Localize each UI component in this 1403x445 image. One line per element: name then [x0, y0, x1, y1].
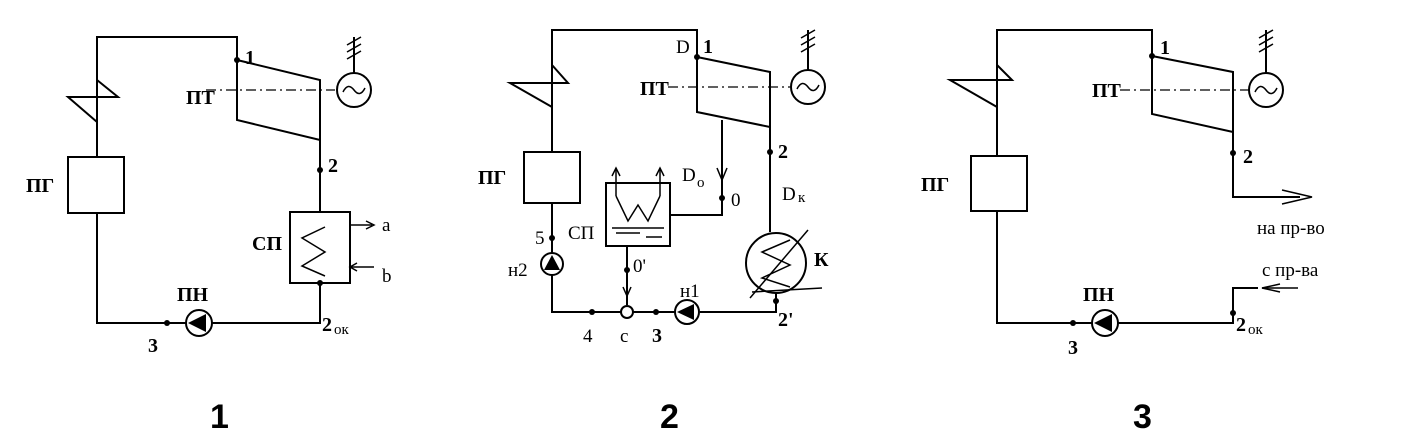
label-pt-3: ПТ	[1092, 80, 1122, 102]
turbine-shape-2	[696, 55, 771, 129]
heater-box	[289, 211, 351, 284]
point-2ok-num-3: 2	[1236, 314, 1246, 336]
point-2-1: 2	[328, 155, 338, 177]
label-from-prod: с пр-ва	[1262, 260, 1319, 281]
point-1-1: 1	[245, 47, 255, 69]
scheme-1-labels: ПТ ПГ СП ПН 1 2 2 ок 3 a b 1	[26, 47, 392, 436]
heater-coil-2	[615, 195, 661, 223]
label-pn-1: ПН	[177, 284, 209, 306]
point-5: 5	[535, 228, 545, 249]
turbine-shape-3	[1151, 54, 1234, 134]
mixer-icon	[620, 305, 634, 319]
label-pn-3: ПН	[1083, 284, 1115, 306]
scheme-3: 1 ПТ ПГ ПН 2 2 ок 3 на пр-во с пр-ва 3	[921, 29, 1325, 436]
scheme-2: D 1 ПТ ПГ СП К 2 2' 0 0' 3 4 5 с н1 н2 D…	[478, 29, 829, 436]
point-3-2: 3	[652, 325, 662, 347]
turbine-shape	[236, 58, 321, 142]
label-Do-sub: о	[697, 175, 705, 191]
point-3-3: 3	[1068, 337, 1078, 359]
point-2ok-sub-1: ок	[334, 322, 350, 338]
label-pt-1: ПТ	[186, 87, 216, 109]
scheme-1-lines	[65, 36, 376, 337]
label-Dk-sub: к	[798, 190, 806, 206]
label-pg-3: ПГ	[921, 174, 949, 196]
label-c: с	[620, 326, 628, 347]
steam-generator-box-3	[970, 155, 1028, 212]
label-to-prod: на пр-во	[1257, 218, 1325, 239]
label-a: a	[382, 215, 391, 236]
caption-2: 2	[660, 398, 679, 436]
steam-generator-box-2	[523, 151, 581, 204]
point-4: 4	[583, 326, 593, 347]
point-2-3: 2	[1243, 146, 1253, 168]
label-D: D	[676, 37, 690, 58]
condenser-coil	[759, 239, 792, 288]
scheme-3-labels: 1 ПТ ПГ ПН 2 2 ок 3 на пр-во с пр-ва 3	[921, 37, 1325, 436]
label-pg-2: ПГ	[478, 167, 506, 189]
point-3-1: 3	[148, 335, 158, 357]
superheater-zigzag-3	[946, 64, 1015, 108]
steam-generator-box	[67, 156, 125, 214]
label-pg-1: ПГ	[26, 175, 54, 197]
scheme-2-lines	[506, 29, 826, 325]
point-0prime: 0'	[633, 256, 646, 277]
label-pt-2: ПТ	[640, 78, 670, 100]
superheater-zigzag-2	[506, 64, 571, 108]
point-2prime: 2'	[778, 309, 794, 331]
superheater-zigzag	[65, 79, 121, 123]
label-Dk-main: D	[782, 184, 796, 205]
label-n2: н2	[508, 260, 528, 281]
caption-3: 3	[1133, 398, 1152, 436]
caption-1: 1	[210, 398, 229, 436]
heater-coil	[300, 226, 327, 277]
point-2-2: 2	[778, 141, 788, 163]
label-K: К	[814, 249, 829, 271]
point-0: 0	[731, 190, 741, 211]
scheme-1: ПТ ПГ СП ПН 1 2 2 ок 3 a b 1	[26, 36, 392, 436]
point-1-2: 1	[703, 36, 713, 58]
label-n1: н1	[680, 281, 700, 302]
point-1-3: 1	[1160, 37, 1170, 59]
point-2ok-num-1: 2	[322, 314, 332, 336]
label-sp-2: СП	[568, 223, 595, 244]
scheme-3-lines	[946, 29, 1313, 337]
label-b: b	[382, 266, 392, 287]
arrow-to-prod	[1281, 189, 1313, 205]
label-Do-main: D	[682, 165, 696, 186]
scheme-2-labels: D 1 ПТ ПГ СП К 2 2' 0 0' 3 4 5 с н1 н2 D…	[478, 36, 829, 436]
point-2ok-sub-3: ок	[1248, 322, 1264, 338]
label-sp-1: СП	[252, 233, 282, 255]
